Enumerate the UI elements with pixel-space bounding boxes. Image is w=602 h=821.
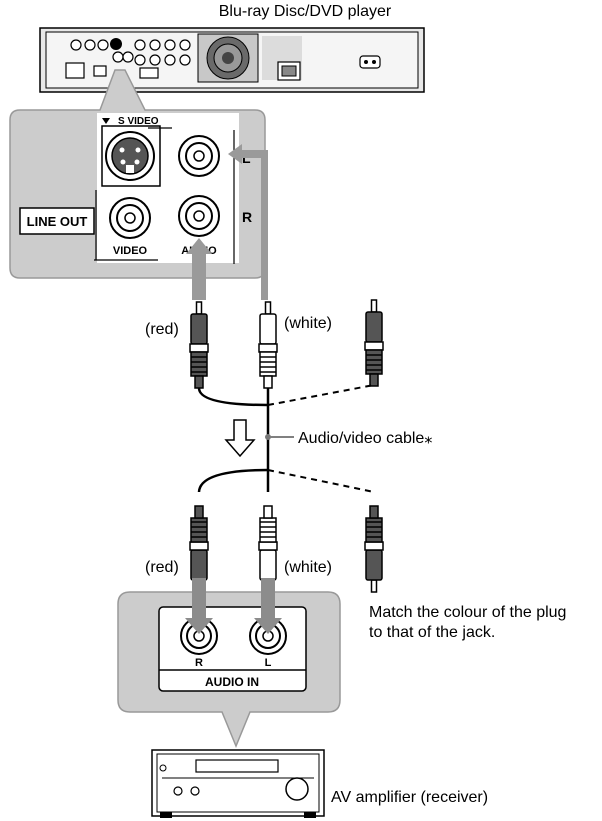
- label-white-bottom: (white): [284, 559, 332, 576]
- plug-red-top: [189, 301, 209, 389]
- label-red-bottom: (red): [145, 559, 179, 576]
- note-line2: to that of the jack.: [369, 624, 495, 641]
- amp-jack-left: [249, 617, 287, 655]
- av-receiver: [151, 749, 325, 818]
- fan-grille: [197, 33, 259, 83]
- note-line1: Match the colour of the plug: [369, 604, 566, 621]
- line-out-label: LINE OUT: [27, 214, 88, 229]
- hdmi-port: [139, 67, 159, 79]
- plug-white-top: [258, 301, 278, 389]
- player-title: Blu-ray Disc/DVD player: [219, 3, 392, 20]
- usb-port: [93, 65, 107, 77]
- power-inlet: [359, 55, 381, 69]
- audio-in-label: AUDIO IN: [205, 675, 259, 689]
- rear-jacks: [70, 39, 191, 66]
- s-video-label: S VIDEO: [118, 116, 159, 127]
- s-video-arrow-icon: [102, 118, 110, 124]
- direction-arrow-icon: [224, 419, 256, 458]
- label-white-top: (white): [284, 315, 332, 332]
- connection-arrows-top: [186, 144, 268, 300]
- cable-wires: [197, 387, 270, 493]
- plug-video-bottom: [364, 505, 384, 593]
- amp-r-label: R: [195, 657, 203, 669]
- amp-l-label: L: [265, 657, 272, 669]
- amp-jack-callout: R L AUDIO IN: [117, 591, 341, 748]
- player-jack-callout: S VIDEO VIDEO LINE OUT L R AUDIO: [9, 69, 266, 279]
- bluray-player: [39, 27, 425, 93]
- video-label: VIDEO: [113, 245, 148, 257]
- ethernet-port: [65, 62, 85, 79]
- receiver-label: AV amplifier (receiver): [331, 789, 488, 806]
- label-red-top: (red): [145, 321, 179, 338]
- s-video-jack-small: [110, 38, 122, 50]
- audio-r-label: R: [242, 209, 252, 225]
- connection-arrows-bottom: [185, 578, 282, 634]
- cable-label: Audio/video cable⁎: [298, 430, 432, 447]
- audio-jack-left: [178, 135, 220, 177]
- audio-jack-right: [178, 195, 220, 237]
- amp-jack-right: [180, 617, 218, 655]
- video-jack: [109, 197, 151, 239]
- plug-video-top: [364, 299, 384, 387]
- s-video-jack: [101, 125, 161, 187]
- volume-knob: [285, 777, 309, 801]
- cable-video-wire: [267, 384, 375, 493]
